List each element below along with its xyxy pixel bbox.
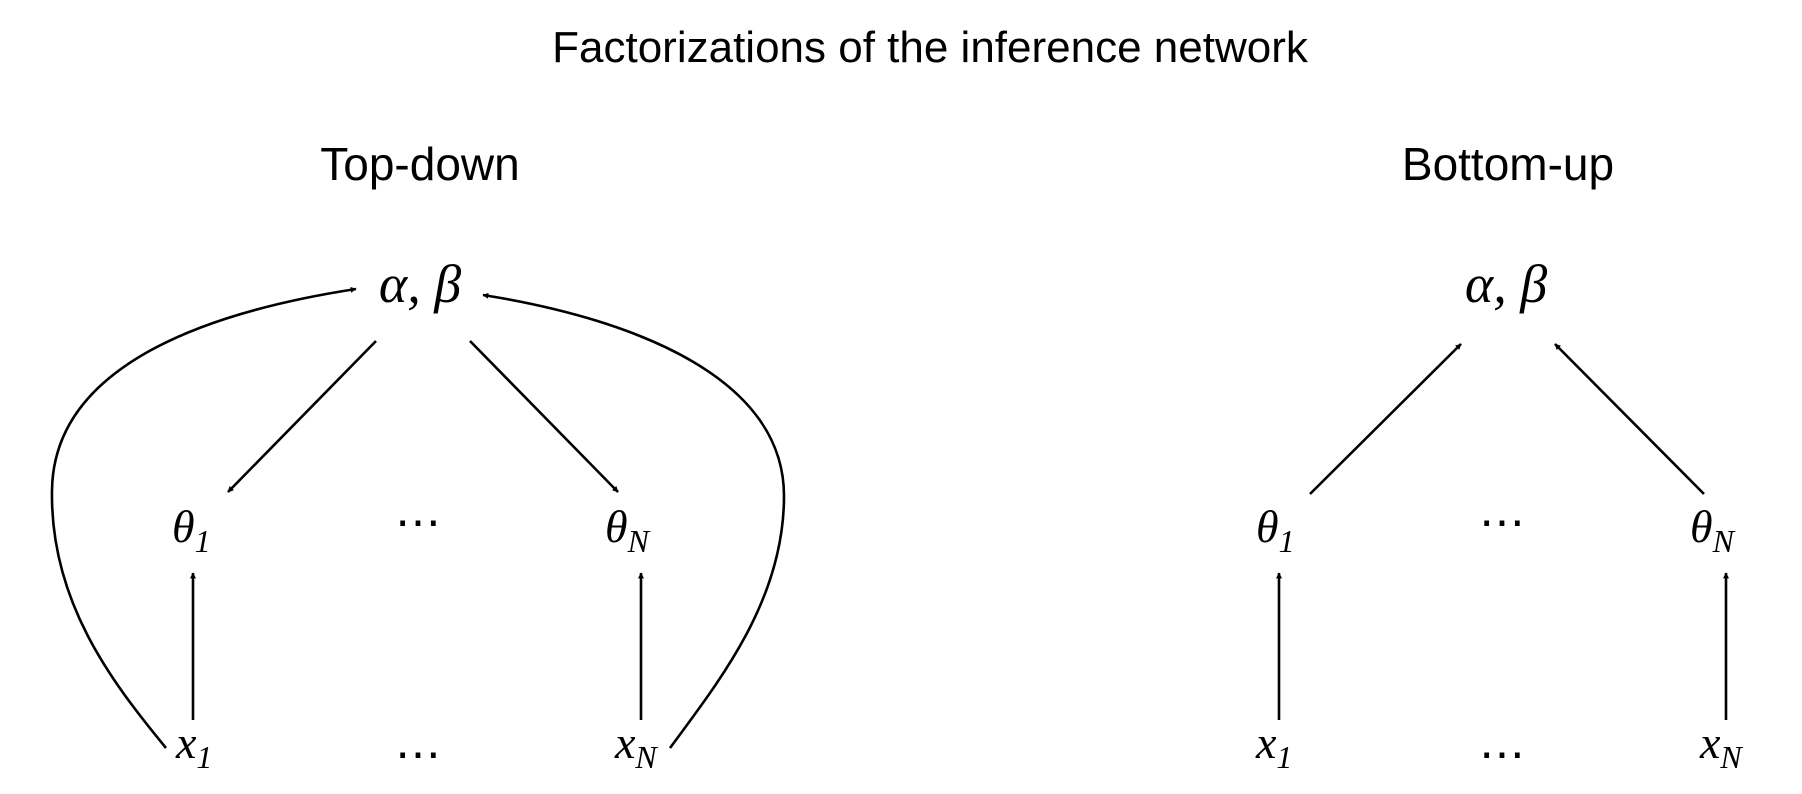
node-x-ellipsis: ⋯	[395, 729, 441, 780]
node-theta-n-symbol: θ	[605, 501, 628, 552]
node-x-1: x1	[175, 717, 212, 775]
node-alpha-beta: α, β	[379, 254, 461, 314]
node-theta-1: θ1	[1256, 501, 1295, 559]
node-theta-ellipsis: ⋯	[1479, 497, 1525, 548]
node-theta-1: θ1	[172, 501, 211, 559]
node-x-n-subscript: N	[1719, 739, 1743, 775]
node-theta-1-subscript: 1	[1279, 523, 1295, 559]
edge-theta-n-to-global	[1554, 343, 1705, 495]
panel-bottom-up: Bottom-up α, β θ1 ⋯ θN x1 ⋯ xN	[1255, 138, 1743, 780]
node-x-n-symbol: x	[1699, 717, 1721, 768]
node-x-n: xN	[1699, 717, 1743, 775]
node-theta-1-subscript: 1	[195, 523, 211, 559]
node-theta-ellipsis: ⋯	[395, 497, 441, 548]
panel-top-down: Top-down α, β θ1 ⋯ θN x1 ⋯ xN	[50, 138, 786, 780]
node-theta-n-subscript: N	[1712, 523, 1736, 559]
diagram-title: Factorizations of the inference network	[552, 23, 1309, 72]
node-x-n-subscript: N	[634, 739, 658, 775]
edge-x-n-to-global-curve	[482, 292, 786, 749]
panel-title-bottom-up: Bottom-up	[1402, 138, 1614, 190]
node-alpha-beta: α, β	[1465, 254, 1547, 314]
node-x-1-symbol: x	[175, 717, 197, 768]
node-x-1-symbol: x	[1255, 717, 1277, 768]
edge-global-to-theta-1	[227, 340, 377, 493]
panel-title-top-down: Top-down	[320, 138, 519, 190]
node-theta-n-subscript: N	[627, 523, 651, 559]
node-x-n-symbol: x	[614, 717, 636, 768]
node-x-1-subscript: 1	[1276, 739, 1292, 775]
node-x-1: x1	[1255, 717, 1292, 775]
node-theta-1-symbol: θ	[172, 501, 195, 552]
edge-x-1-to-global-curve	[50, 286, 357, 749]
node-theta-n: θN	[605, 501, 651, 559]
node-theta-1-symbol: θ	[1256, 501, 1279, 552]
node-x-n: xN	[614, 717, 658, 775]
edge-theta-1-to-global	[1309, 343, 1462, 495]
node-x-ellipsis: ⋯	[1479, 729, 1525, 780]
node-theta-n-symbol: θ	[1690, 501, 1713, 552]
node-x-1-subscript: 1	[196, 739, 212, 775]
edge-global-to-theta-n	[469, 340, 619, 493]
node-theta-n: θN	[1690, 501, 1736, 559]
